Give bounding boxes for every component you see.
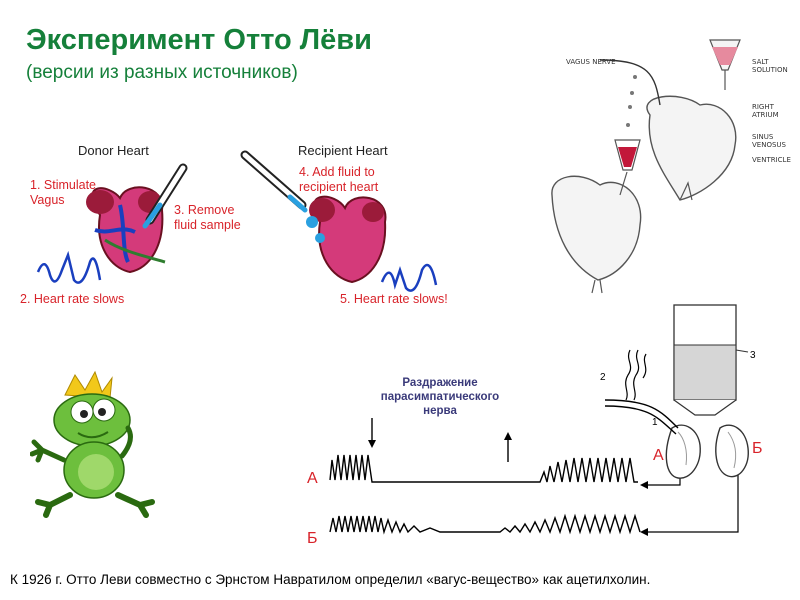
step4-label: 4. Add fluid to recipient heart — [299, 165, 378, 195]
electrode-wire — [604, 399, 679, 429]
trace-b-label: Б — [307, 530, 318, 547]
slide-title: Эксперимент Отто Лёви — [26, 24, 372, 56]
donor-pipette-icon — [142, 163, 188, 229]
stimulation-label: Раздражение парасимпатического нерва — [365, 376, 515, 418]
kymograph-diagram: 1 2 3 — [329, 304, 756, 536]
sinus-line2: VENOSUS — [752, 141, 786, 149]
trace-b-connector — [645, 470, 739, 533]
step3-label: 3. Remove fluid sample — [174, 203, 241, 233]
bottom-caption: К 1926 г. Отто Леви совместно с Эрнстом … — [10, 572, 651, 587]
sinus-venosus-label: SINUS VENOSUS — [752, 133, 786, 149]
vagus-nerve-label: VAGUS NERVE — [566, 58, 616, 66]
heart-b-label: Б — [752, 440, 763, 457]
trace-a-line — [329, 454, 638, 483]
step2-label: 2. Heart rate slows — [20, 292, 125, 306]
ventricle-label: VENTRICLE — [752, 156, 791, 164]
recipient-heart-icon — [309, 195, 387, 284]
heart-experiment-illustration — [36, 150, 438, 292]
stim-line1: Раздражение — [402, 377, 478, 389]
trace-a-label: А — [307, 470, 318, 487]
donor-heart-icon — [86, 186, 166, 274]
donor-heart-rate-trace — [36, 250, 102, 284]
frog-prince-illustration — [30, 370, 155, 518]
step4-line1: 4. Add fluid to — [299, 165, 375, 179]
stimulation-up-arrow — [504, 432, 512, 462]
sinus-line1: SINUS — [752, 133, 774, 141]
frog-icon — [30, 370, 155, 518]
atrium-line2: ATRIUM — [752, 111, 779, 119]
step1-line1: 1. Stimulate — [30, 178, 97, 192]
recipient-pipette-icon — [240, 150, 325, 243]
step3-line2: fluid sample — [174, 218, 241, 232]
step3-line1: 3. Remove — [174, 203, 235, 217]
step1-label: 1. Stimulate Vagus — [30, 178, 96, 208]
lab-apparatus-illustration — [551, 39, 741, 294]
label-number-1: 1 — [652, 417, 658, 428]
stimulation-down-arrow — [368, 418, 376, 448]
step5-label: 5. Heart rate slows! — [340, 292, 448, 306]
trace-b-line — [329, 513, 641, 535]
atrium-line1: RIGHT — [752, 103, 774, 111]
drops-icon — [626, 75, 637, 127]
recipient-heart-heading: Recipient Heart — [298, 143, 388, 158]
heart-a-label: А — [653, 447, 664, 464]
salt-line1: SALT — [752, 58, 769, 66]
perfusion-cylinder-icon — [673, 304, 737, 416]
heart-a-icon — [665, 424, 701, 479]
stim-line3: нерва — [423, 405, 457, 417]
salt-line2: SOLUTION — [752, 66, 788, 74]
slide-subtitle: (версии из разных источников) — [26, 62, 298, 83]
donor-heart-heading: Donor Heart — [78, 143, 149, 158]
step1-line2: Vagus — [30, 193, 65, 207]
right-atrium-label: RIGHT ATRIUM — [752, 103, 779, 119]
label-number-3: 3 — [750, 350, 756, 361]
label-number-2: 2 — [600, 372, 606, 383]
stim-line2: парасимпатического — [380, 391, 500, 403]
recipient-heart-rate-trace — [380, 263, 438, 292]
step4-line2: recipient heart — [299, 180, 379, 194]
salt-solution-label: SALT SOLUTION — [752, 58, 788, 74]
heart-b-icon — [715, 424, 749, 478]
